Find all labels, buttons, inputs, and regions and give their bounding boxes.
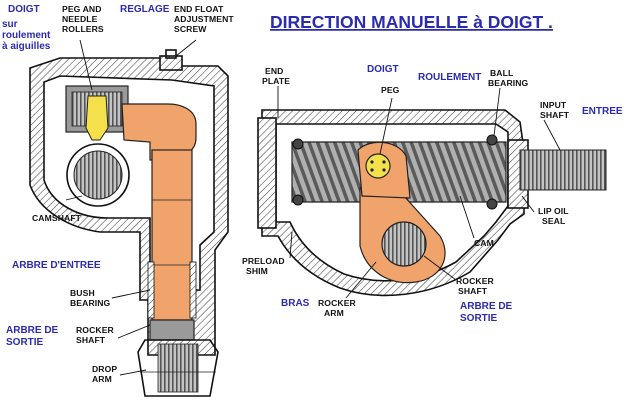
label-end-float-line2: ADJUSTMENT: [174, 14, 234, 24]
fr-label-doigt-right: DOIGT: [367, 64, 399, 75]
fr-label-roulement-3: à aiguilles: [2, 41, 51, 52]
label-lip-oil-line2: SEAL: [542, 216, 565, 226]
input-shaft: [519, 149, 607, 191]
label-rocker-shaft-r-line1: ROCKER: [456, 276, 495, 286]
fr-label-roulement-1: sur: [2, 19, 18, 30]
label-end-plate-line2: PLATE: [262, 76, 290, 86]
fr-label-arbre-sortie-1: ARBRE DE: [6, 325, 59, 336]
ball-bearing-right-top: [486, 134, 498, 146]
fr-label-arbre-sortie-2: SORTIE: [6, 337, 44, 348]
label-input-line1: INPUT: [540, 100, 567, 110]
label-rocker-shaft-line2: SHAFT: [76, 335, 106, 345]
label-rocker-shaft-r-line2: SHAFT: [458, 286, 488, 296]
label-end-float-line1: END FLOAT: [174, 4, 224, 14]
fr-label-arbre-sortie-r2: SORTIE: [460, 313, 498, 324]
label-drop-arm-line1: DROP: [92, 364, 117, 374]
label-end-plate-line1: END: [265, 66, 283, 76]
label-cam: CAM: [474, 238, 494, 248]
left-steering-box-section: PEG AND NEEDLE ROLLERS END FLOAT ADJUSTM…: [2, 4, 234, 397]
label-camshaft: CAMSHAFT: [32, 213, 82, 223]
label-bush-line2: BEARING: [70, 298, 111, 308]
label-bush-line1: BUSH: [70, 288, 95, 298]
fr-label-arbre-sortie-r1: ARBRE DE: [460, 301, 513, 312]
end-plate: [257, 117, 277, 229]
fr-label-roulement-2: roulement: [2, 30, 51, 41]
peg-yellow-right: [365, 153, 391, 179]
rocker-shaft-left: [151, 149, 193, 321]
right-steering-box-section: END PLATE PEG BALL BEARING INPUT SHAFT L…: [242, 64, 623, 324]
label-rocker-arm-line2: ARM: [324, 308, 344, 318]
diagram-title: DIRECTION MANUELLE à DOIGT .: [270, 12, 553, 32]
fr-label-entree: ENTREE: [582, 106, 623, 117]
fr-label-bras: BRAS: [281, 298, 310, 309]
ball-bearing-left-top: [292, 138, 304, 150]
adjustment-screw-tip: [165, 49, 177, 59]
fr-label-arbre-entree: ARBRE D'ENTREE: [12, 260, 101, 271]
fr-label-reglage: REGLAGE: [120, 4, 170, 15]
label-preload-line1: PRELOAD: [242, 256, 285, 266]
label-ball-line1: BALL: [490, 68, 513, 78]
rocker-shaft-spline: [149, 319, 195, 341]
drop-arm: [137, 339, 219, 397]
label-peg-line2: NEEDLE: [62, 14, 98, 24]
label-peg: PEG: [381, 85, 400, 95]
fr-label-doigt-left: DOIGT: [8, 4, 40, 15]
label-input-line2: SHAFT: [540, 110, 570, 120]
label-rocker-arm-line1: ROCKER: [318, 298, 357, 308]
label-end-float-line3: SCREW: [174, 24, 207, 34]
ball-bearing-left-bottom: [292, 194, 304, 206]
label-drop-arm-line2: ARM: [92, 374, 112, 384]
label-peg-line3: ROLLERS: [62, 24, 104, 34]
fr-label-roulement: ROULEMENT: [418, 72, 481, 83]
label-peg-line1: PEG AND: [62, 4, 102, 14]
left-housing: [29, 57, 229, 356]
peg-yellow: [85, 95, 109, 141]
label-ball-line2: BEARING: [488, 78, 529, 88]
label-lip-oil-line1: LIP OIL: [538, 206, 569, 216]
label-preload-line2: SHIM: [246, 266, 268, 276]
rocker-shaft-right: [381, 221, 427, 267]
adjustment-screw-head: [159, 55, 183, 71]
ball-bearing-right-bottom: [486, 198, 498, 210]
camshaft-section: [73, 150, 123, 200]
label-rocker-shaft-line1: ROCKER: [76, 325, 115, 335]
